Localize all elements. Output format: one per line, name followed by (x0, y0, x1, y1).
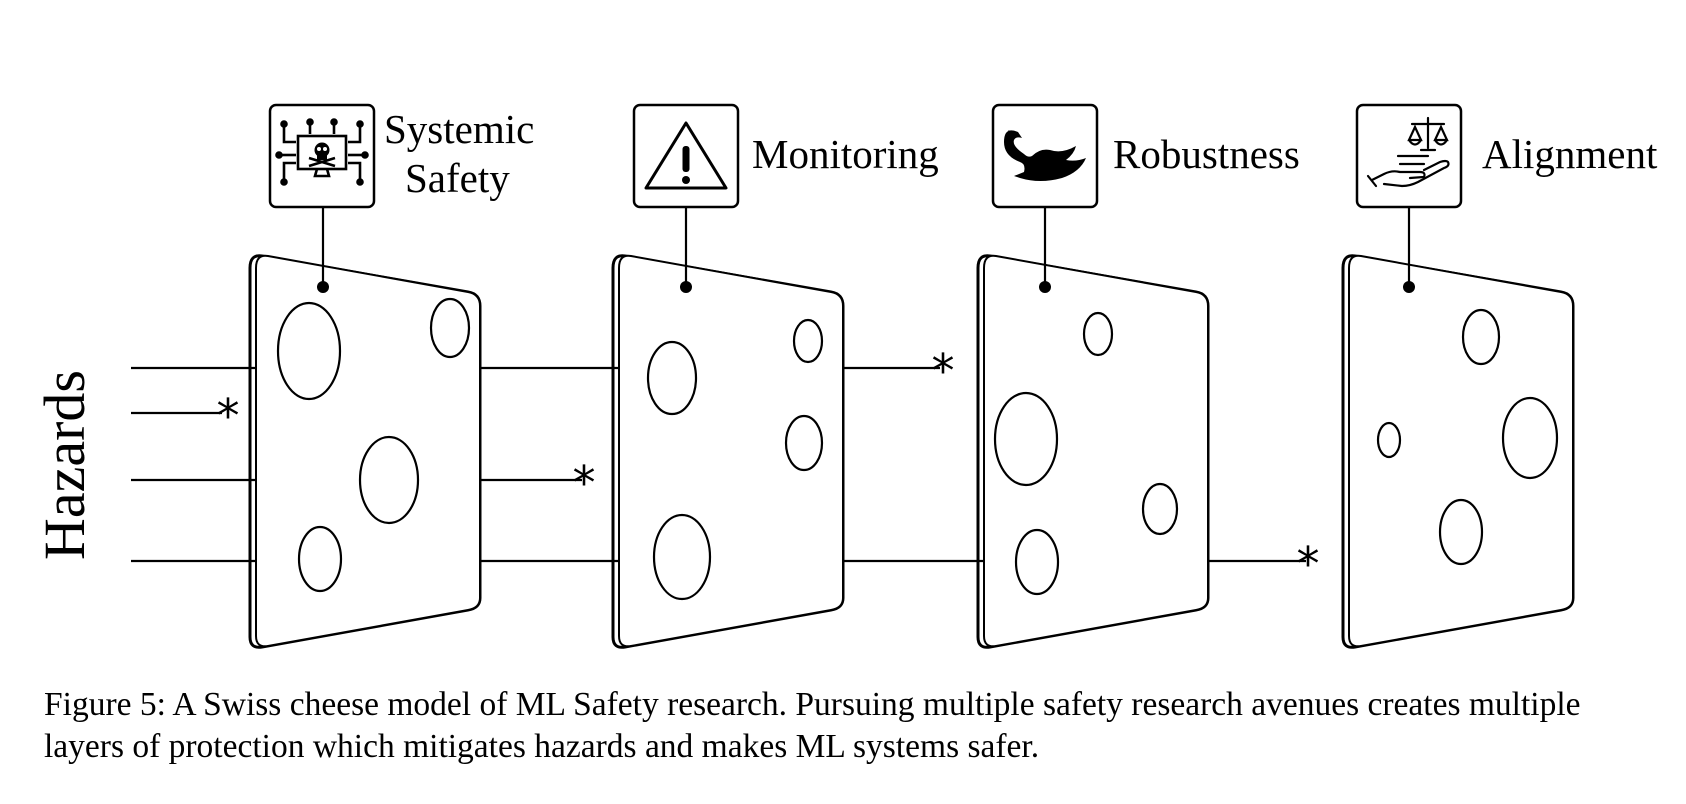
hazard-markers: * * * * (217, 344, 1320, 591)
cheese-holes (646, 318, 824, 601)
callout-dot (317, 281, 329, 293)
cheese-holes (1376, 308, 1559, 566)
cheese-hole (652, 513, 712, 601)
layer-title: Alignment (1482, 131, 1658, 177)
hazard-stop-marker: * (932, 344, 955, 398)
layer-title-line-1: Systemic (384, 106, 534, 152)
cheese-hole (297, 525, 343, 593)
layer-alignment: Alignment (1341, 103, 1658, 649)
cheese-hole (358, 435, 420, 525)
layer-title-line-2: Safety (405, 155, 510, 201)
warning-triangle-icon (644, 121, 728, 190)
hazard-stop-marker: * (573, 456, 596, 510)
layer-robustness: Robustness (976, 103, 1300, 649)
computer-skull-icon (275, 118, 369, 186)
cheese-hole (1141, 482, 1179, 536)
cheese-hole (1461, 308, 1501, 366)
layer-title: Monitoring (752, 131, 939, 177)
cheese-hole (993, 391, 1059, 487)
figure-caption: Figure 5: A Swiss cheese model of ML Saf… (44, 686, 1581, 765)
layer-monitoring: Monitoring (611, 103, 939, 649)
cheese-hole (1438, 498, 1484, 566)
cheese-holes (276, 297, 471, 593)
cheese-hole (1014, 528, 1060, 596)
callout-dot (680, 281, 692, 293)
layer-title: Robustness (1113, 131, 1300, 177)
cheese-hole (1376, 421, 1402, 459)
layer-systemic-safety: Systemic Safety (248, 103, 534, 649)
cheese-hole (276, 301, 342, 401)
cheese-holes (993, 311, 1179, 596)
hazard-stop-marker: * (217, 389, 240, 443)
callout-dot (1039, 281, 1051, 293)
swiss-cheese-diagram: Hazards (32, 103, 1658, 649)
cheese-hole (1082, 311, 1114, 357)
cheese-hole (646, 340, 698, 416)
skull-glyph (308, 142, 336, 168)
hazard-stop-marker: * (1297, 537, 1320, 591)
hazards-label: Hazards (32, 370, 97, 560)
scales-hand-icon (1366, 116, 1450, 188)
cheese-hole (429, 297, 471, 359)
cheese-slice (1348, 254, 1574, 648)
cheese-hole (784, 414, 824, 472)
cheese-hole (1501, 396, 1559, 480)
callout-dot (1403, 281, 1415, 293)
black-swan-icon (1004, 130, 1086, 181)
cheese-hole (792, 318, 824, 364)
